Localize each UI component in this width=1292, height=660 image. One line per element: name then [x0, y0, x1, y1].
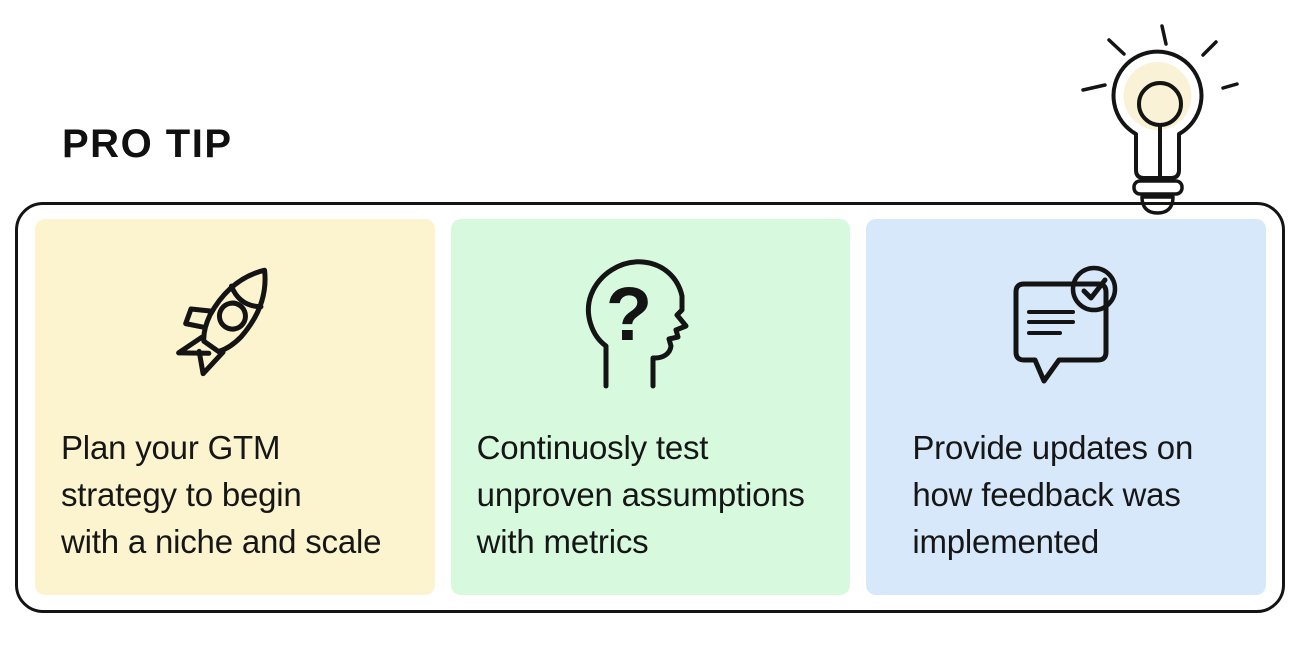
chat-check-icon — [1013, 265, 1118, 384]
check-mark — [1081, 277, 1108, 301]
lightbulb-icon — [1081, 24, 1239, 216]
question-mark-glyph: ? — [605, 272, 651, 357]
page-title: PRO TIP — [62, 122, 233, 166]
pro-tip-panel: Plan your GTM strategy to begin with a n… — [15, 202, 1285, 613]
card-provide-updates: Provide updates on how feedback was impl… — [866, 219, 1267, 595]
card-test-assumptions: ? Continuosly test unproven assumptions … — [450, 219, 851, 595]
bulb-glass — [1111, 49, 1204, 180]
card-text: Continuosly test unproven assumptions wi… — [476, 429, 805, 560]
bulb-base-band — [1132, 179, 1184, 196]
rocket-icon — [175, 267, 268, 377]
card-text: Plan your GTM strategy to begin with a n… — [61, 429, 382, 560]
check-circle — [1070, 265, 1118, 313]
card-text: Provide updates on how feedback was impl… — [912, 429, 1194, 560]
chat-lines — [1027, 310, 1076, 335]
card-plan-gtm: Plan your GTM strategy to begin with a n… — [35, 219, 435, 595]
head-question-icon: ? — [585, 259, 688, 389]
bulb-rays — [1081, 24, 1239, 92]
